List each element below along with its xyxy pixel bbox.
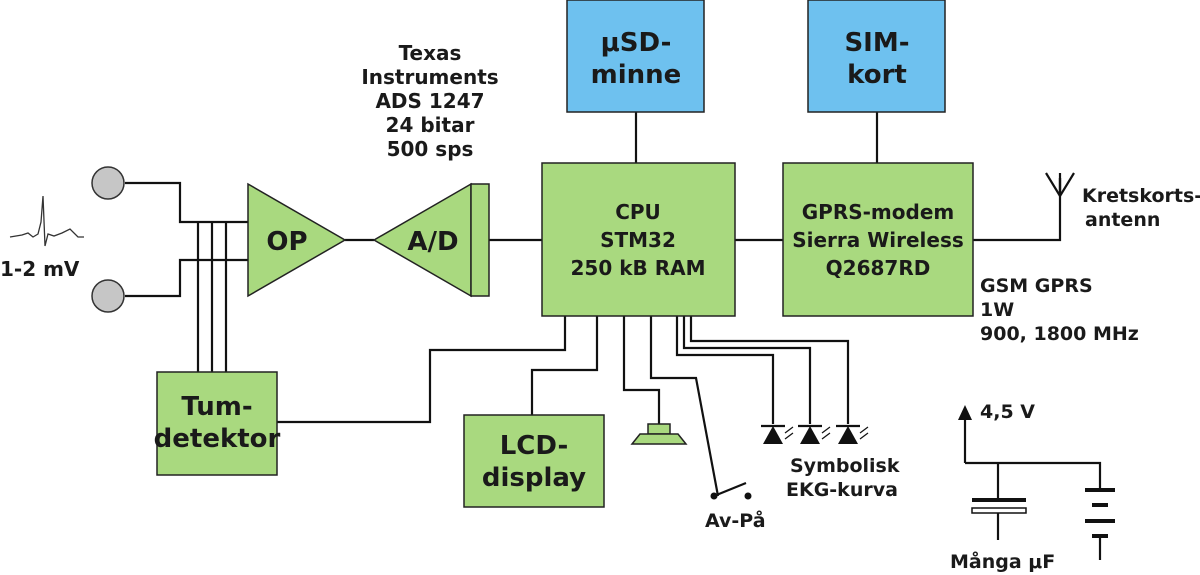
svg-text:Sierra Wireless: Sierra Wireless — [792, 228, 964, 252]
svg-text:STM32: STM32 — [600, 228, 676, 252]
ad-converter: A/D — [372, 182, 490, 298]
electrode-top — [91, 166, 125, 200]
svg-text:EKG-kurva: EKG-kurva — [786, 479, 898, 501]
led-icon — [836, 424, 869, 444]
svg-text:GPRS-modem: GPRS-modem — [802, 200, 954, 224]
usd-memory-block: μSD- minne — [566, 0, 705, 113]
svg-text:GSM GPRS: GSM GPRS — [980, 275, 1093, 297]
svg-text:Q2687RD: Q2687RD — [826, 256, 931, 280]
svg-text:antenn: antenn — [1085, 209, 1160, 231]
electrode-bottom — [91, 279, 125, 313]
cpu-block: CPU STM32 250 kB RAM — [541, 162, 736, 317]
svg-text:LCD-: LCD- — [500, 431, 569, 461]
svg-text:A/D: A/D — [407, 227, 458, 257]
led-icon — [798, 424, 831, 444]
voltage-label: 4,5 V — [980, 401, 1035, 423]
power-supply — [958, 405, 1115, 560]
svg-text:detektor: detektor — [154, 424, 281, 454]
power-switch-icon — [710, 481, 752, 500]
svg-text:1W: 1W — [980, 299, 1014, 321]
svg-text:display: display — [482, 463, 586, 493]
svg-text:kort: kort — [847, 60, 907, 90]
svg-text:Instruments: Instruments — [361, 65, 498, 89]
op-amplifier: OP — [247, 182, 347, 298]
svg-text:ADS 1247: ADS 1247 — [375, 89, 484, 113]
gprs-modem-block: GPRS-modem Sierra Wireless Q2687RD — [782, 162, 974, 317]
thumb-detector-block: Tum- detektor — [154, 371, 281, 476]
ecg-waveform-icon — [9, 195, 84, 247]
capacitor-label: Många μF — [950, 549, 1055, 573]
speaker-icon — [630, 423, 688, 445]
switch-label: Av-På — [705, 508, 766, 532]
svg-text:Symbolisk: Symbolisk — [790, 455, 900, 477]
svg-text:Texas: Texas — [399, 41, 462, 65]
led-icon — [761, 424, 794, 444]
svg-text:minne: minne — [591, 60, 682, 90]
svg-text:μSD-: μSD- — [601, 28, 672, 58]
svg-text:Kretskorts-: Kretskorts- — [1082, 185, 1200, 207]
svg-text:500 sps: 500 sps — [387, 137, 474, 161]
svg-text:250 kB RAM: 250 kB RAM — [571, 256, 706, 280]
led-label: Symbolisk EKG-kurva — [786, 455, 900, 501]
svg-text:900, 1800 MHz: 900, 1800 MHz — [980, 323, 1139, 345]
adc-description: Texas Instruments ADS 1247 24 bitar 500 … — [361, 41, 498, 161]
sim-card-block: SIM- kort — [807, 0, 946, 113]
gsm-spec: GSM GPRS 1W 900, 1800 MHz — [980, 275, 1139, 345]
svg-text:CPU: CPU — [615, 200, 661, 224]
svg-text:Tum-: Tum- — [181, 392, 252, 422]
antenna-icon — [1045, 172, 1075, 199]
wires — [125, 112, 1062, 497]
svg-text:OP: OP — [266, 227, 307, 257]
svg-text:24 bitar: 24 bitar — [386, 113, 475, 137]
svg-text:SIM-: SIM- — [844, 28, 909, 58]
antenna-label: Kretskorts- antenn — [1082, 185, 1200, 231]
led-icons — [761, 424, 869, 444]
lcd-display-block: LCD- display — [463, 414, 605, 508]
signal-label: 1-2 mV — [0, 257, 80, 281]
